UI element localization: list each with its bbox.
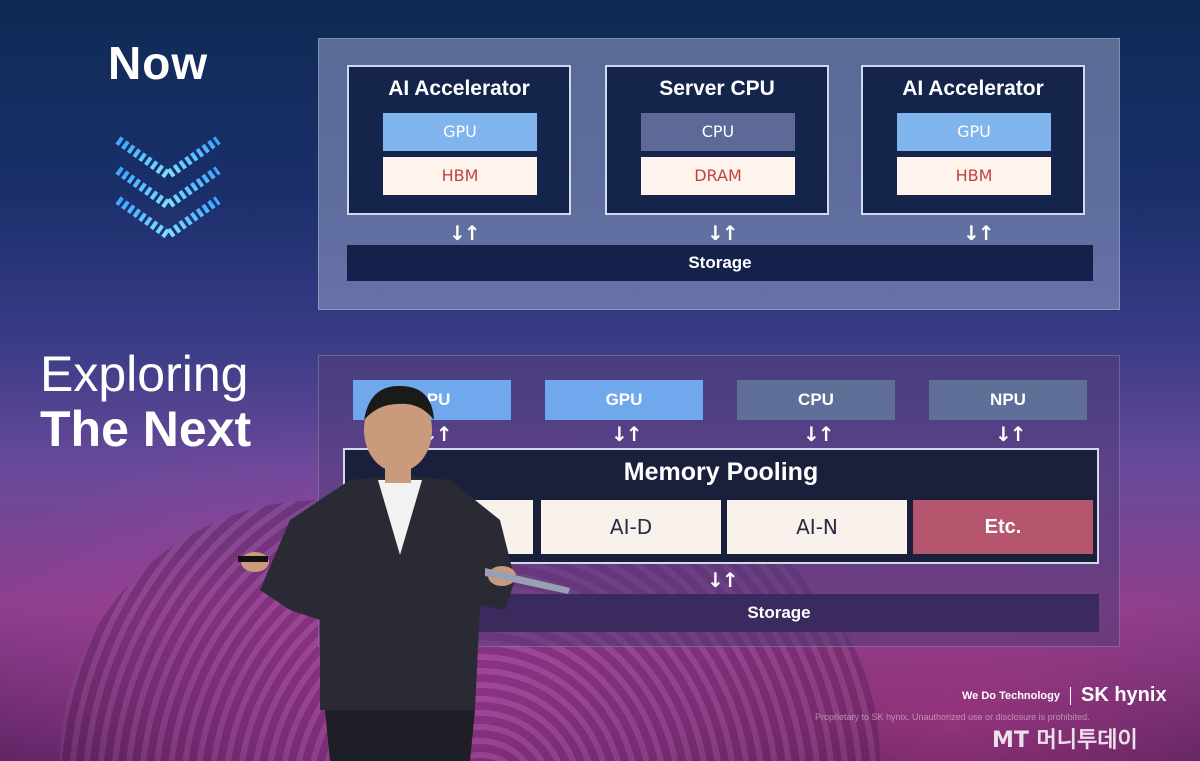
chip-hbm: HBM bbox=[383, 157, 537, 195]
storage-bar-now: Storage bbox=[347, 245, 1093, 281]
disclaimer-text: Proprietary to SK hynix. Unauthorized us… bbox=[815, 712, 1090, 722]
arrows-icon: ↓↑ bbox=[995, 422, 1026, 446]
processor-gpu-2: GPU bbox=[545, 380, 703, 420]
brand-footer: We Do Technology SK hynix bbox=[962, 684, 1167, 707]
exploring-heading: Exploring bbox=[40, 346, 249, 402]
now-architecture-panel: AI Accelerator GPU HBM Server CPU CPU DR… bbox=[318, 38, 1120, 310]
chip-cpu: CPU bbox=[641, 113, 795, 151]
chip-gpu: GPU bbox=[897, 113, 1051, 151]
arrows-icon: ↓↑ bbox=[707, 221, 738, 245]
memory-block-etc: Etc. bbox=[913, 500, 1093, 554]
processor-npu: NPU bbox=[929, 380, 1087, 420]
arrows-icon: ↓↑ bbox=[707, 568, 738, 592]
arrows-icon: ↓↑ bbox=[963, 221, 994, 245]
storage-bar-next: Storage bbox=[459, 594, 1099, 632]
the-next-heading: The Next bbox=[40, 401, 252, 457]
node-title: Server CPU bbox=[659, 77, 775, 100]
brand-divider bbox=[1070, 686, 1071, 705]
memory-block-ai-n: AI-N bbox=[727, 500, 907, 554]
memory-pooling-title: Memory Pooling bbox=[623, 458, 819, 486]
now-heading: Now bbox=[108, 37, 209, 89]
node-title: AI Accelerator bbox=[388, 77, 530, 100]
arrows-icon: ↓↑ bbox=[611, 422, 642, 446]
moneytoday-watermark: MT 머니투데이 bbox=[992, 728, 1138, 753]
processor-cpu: CPU bbox=[737, 380, 895, 420]
speaker-figure bbox=[238, 385, 570, 761]
arrows-icon: ↓↑ bbox=[803, 422, 834, 446]
chip-gpu: GPU bbox=[383, 113, 537, 151]
sk-hynix-logo: SK hynix bbox=[1081, 684, 1167, 706]
node-title: AI Accelerator bbox=[902, 77, 1044, 100]
arrows-icon: ↓↑ bbox=[449, 221, 480, 245]
node-ai-accelerator-1: AI Accelerator GPU HBM bbox=[347, 65, 571, 215]
node-server-cpu: Server CPU CPU DRAM bbox=[605, 65, 829, 215]
node-ai-accelerator-2: AI Accelerator GPU HBM bbox=[861, 65, 1085, 215]
chevron-down-icon bbox=[115, 136, 221, 241]
brand-tagline: We Do Technology bbox=[962, 689, 1060, 702]
memory-block-ai-d: AI-D bbox=[541, 500, 721, 554]
chip-dram: DRAM bbox=[641, 157, 795, 195]
chip-hbm: HBM bbox=[897, 157, 1051, 195]
